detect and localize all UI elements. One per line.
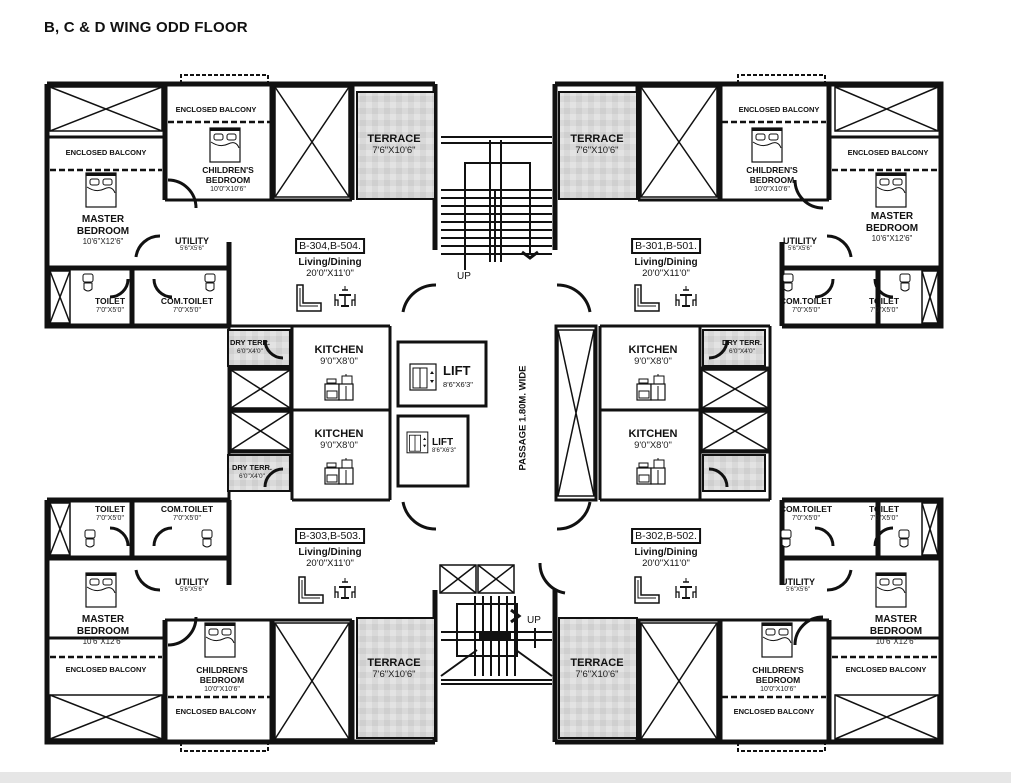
unit-number-tag: B-303,B-503. bbox=[295, 528, 365, 544]
page-bottom-band bbox=[0, 772, 1011, 783]
unit-number-tag: B-304,B-504. bbox=[295, 238, 365, 254]
stair-up-label-bottom: UP bbox=[527, 615, 541, 626]
stair-up-label-top: UP bbox=[457, 271, 471, 282]
page-title: B, C & D WING ODD FLOOR bbox=[44, 19, 248, 36]
unit-number-tag: B-302,B-502. bbox=[631, 528, 701, 544]
tr-enclosed-balcony-children: ENCLOSED BALCONY bbox=[738, 105, 820, 114]
tl-enclosed-balcony-master: ENCLOSED BALCONY bbox=[65, 148, 147, 157]
tr-enclosed-balcony-master: ENCLOSED BALCONY bbox=[847, 148, 929, 157]
passage-label: PASSAGE 1.80M. WIDE bbox=[517, 365, 529, 471]
bl-dry-terrace: DRY TERR.6'0"X4'0" bbox=[231, 463, 273, 480]
tr-dry-terrace: DRY TERR.6'0"X4'0" bbox=[721, 338, 763, 355]
br-enclosed-balcony-master: ENCLOSED BALCONY bbox=[845, 665, 927, 674]
bl-enclosed-balcony-master: ENCLOSED BALCONY bbox=[65, 665, 147, 674]
bl-enclosed-balcony-children: ENCLOSED BALCONY bbox=[175, 707, 257, 716]
tl-enclosed-balcony-children: ENCLOSED BALCONY bbox=[175, 105, 257, 114]
tl-dry-terrace: DRY TERR.6'0"X4'0" bbox=[229, 338, 271, 355]
br-enclosed-balcony-children: ENCLOSED BALCONY bbox=[733, 707, 815, 716]
unit-number-tag: B-301,B-501. bbox=[631, 238, 701, 254]
